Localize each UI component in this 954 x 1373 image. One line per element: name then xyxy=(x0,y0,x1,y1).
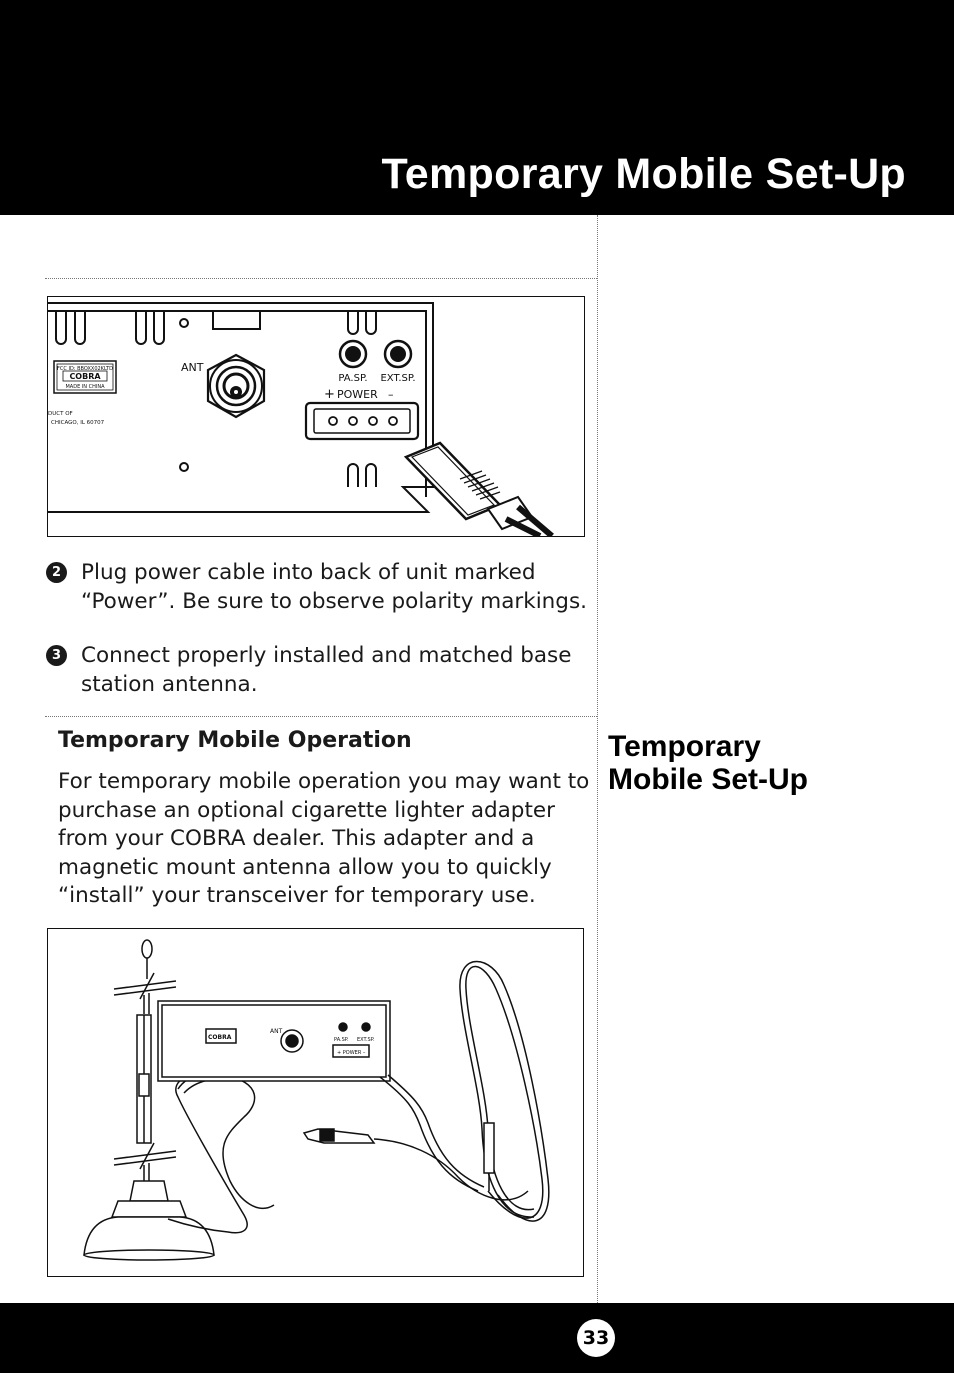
minus-label: – xyxy=(388,388,394,401)
section-divider-top xyxy=(45,278,597,279)
sidebar-title: Temporary Mobile Set-Up xyxy=(608,730,908,796)
mobile-setup-figure: COBRA ANT PA.SP. EXT.SP. + POWER – xyxy=(47,928,584,1277)
fcc-id-label: FCC ID: BBOXX02KLTD xyxy=(57,366,113,372)
made-in-label: MADE IN CHINA xyxy=(65,384,105,390)
power-label: POWER xyxy=(337,388,378,401)
radio-power-label: + POWER – xyxy=(337,1050,366,1056)
section-divider-middle xyxy=(45,716,597,717)
cigarette-lighter-plug xyxy=(302,1128,376,1144)
power-socket xyxy=(304,401,420,441)
step-text: Plug power cable into back of unit marke… xyxy=(81,560,587,614)
page-header: Temporary Mobile Set-Up xyxy=(0,0,954,215)
brand-label: COBRA xyxy=(69,372,101,381)
antenna-tip xyxy=(141,939,153,959)
radio-ant-label: ANT xyxy=(270,1028,283,1035)
radio-pa-label: PA.SP. xyxy=(334,1037,349,1043)
city-label: CHICAGO, IL 60707 xyxy=(51,420,105,426)
power-plug xyxy=(403,441,554,536)
sidebar-title-line1: Temporary xyxy=(608,730,761,763)
product-of-label: DUCT OF xyxy=(48,411,73,417)
page-footer xyxy=(0,1303,954,1373)
section-heading: Temporary Mobile Operation xyxy=(58,728,412,753)
sidebar-title-line2: Mobile Set-Up xyxy=(608,763,808,796)
step-text: Connect properly installed and matched b… xyxy=(81,643,572,697)
cb-radio xyxy=(157,1000,391,1082)
ant-label: ANT xyxy=(181,361,204,374)
back-panel-figure: FCC ID: BBOXX02KLTD COBRA MADE IN CHINA … xyxy=(47,296,585,537)
section-paragraph: For temporary mobile operation you may w… xyxy=(58,769,590,908)
pa-speaker-label: PA.SP. xyxy=(338,373,367,384)
radio-ext-label: EXT.SP. xyxy=(357,1037,375,1043)
page-number: 33 xyxy=(577,1319,615,1357)
radio-brand-label: COBRA xyxy=(208,1034,232,1041)
step-number-badge: 3 xyxy=(46,645,67,666)
plus-label: + xyxy=(324,387,335,402)
magnet-mount-base xyxy=(83,1216,215,1256)
step-number-badge: 2 xyxy=(46,562,67,583)
ext-speaker-label: EXT.SP. xyxy=(380,373,415,384)
page-title: Temporary Mobile Set-Up xyxy=(381,150,906,198)
column-divider xyxy=(597,215,598,1305)
